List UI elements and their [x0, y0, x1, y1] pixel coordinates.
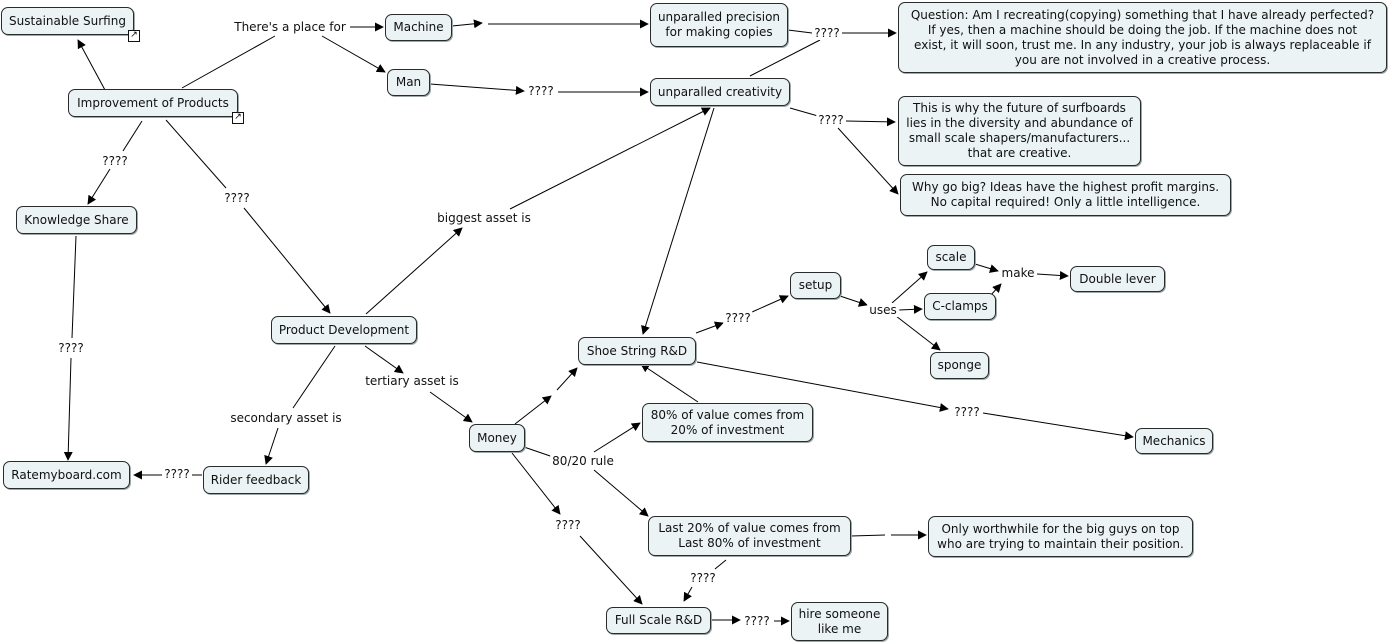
- edge-improvement-sustainable: [77, 39, 106, 91]
- edge-rule-eighty: [593, 422, 641, 453]
- edge-make-doublelever: [1036, 270, 1069, 280]
- edge-placefor-man: [321, 35, 386, 73]
- edge-q-ratemyboard: [63, 357, 73, 461]
- label-q-shoe-setup: ????: [723, 311, 753, 325]
- edge-q2-future: [845, 117, 896, 127]
- edge-q3-productdev: [243, 207, 331, 314]
- node-unparalled-precision[interactable]: unparalled precision for making copies: [650, 3, 788, 47]
- label-q-money-full: ????: [553, 518, 583, 532]
- edge-improvement-q: [122, 120, 143, 152]
- edge-pd-secondary: [292, 345, 336, 409]
- edge-uses-scale: [891, 271, 928, 304]
- edge-pd-biggest: [365, 227, 463, 315]
- edge-man-q: [429, 83, 525, 95]
- label-q-improve-pd: ????: [222, 191, 252, 205]
- label-q-improve-knowledge: ????: [100, 154, 130, 168]
- node-improvement-of-products[interactable]: Improvement of Products: [68, 89, 238, 117]
- label-theres-a-place-for: There's a place for: [232, 20, 348, 34]
- edge-q2-whybig: [837, 127, 899, 195]
- label-q-shoe-mechanics: ????: [952, 405, 982, 419]
- label-80-20-rule: 80/20 rule: [550, 454, 616, 468]
- edge-improvement-q3: [165, 119, 227, 189]
- node-sustainable-surfing[interactable]: Sustainable Surfing: [1, 7, 134, 35]
- edge-creativity-shoestring: [641, 107, 715, 335]
- node-money[interactable]: Money: [469, 424, 525, 452]
- edge-q-fullscale: [579, 535, 643, 605]
- node-scale[interactable]: scale: [927, 245, 975, 270]
- edge-q2-mechanics: [982, 412, 1134, 441]
- node-ratemyboard[interactable]: Ratemyboard.com: [3, 461, 130, 489]
- edge-tertiary-money: [429, 391, 473, 423]
- edge-precision-q: [787, 29, 813, 34]
- edge-q-fullscale2: [683, 586, 693, 602]
- node-full-scale-rd[interactable]: Full Scale R&D: [606, 607, 711, 634]
- edge-secondary-rider: [264, 427, 279, 465]
- node-mechanics[interactable]: Mechanics: [1135, 428, 1213, 454]
- label-secondary-asset: secondary asset is: [228, 411, 344, 425]
- edge-money-shoestring: [556, 367, 578, 391]
- edge-pd-tertiary: [364, 345, 404, 374]
- edge-money-q: [511, 452, 561, 515]
- edge-knowledge-q: [71, 235, 77, 339]
- label-tertiary-asset: tertiary asset is: [363, 374, 461, 388]
- edge-uses-cclamps: [898, 304, 923, 314]
- node-why-go-big[interactable]: Why go big? Ideas have the highest profi…: [900, 174, 1231, 216]
- label-biggest-asset: biggest asset is: [435, 211, 533, 225]
- label-uses: uses: [867, 303, 899, 317]
- node-machine[interactable]: Machine: [385, 14, 452, 41]
- node-man[interactable]: Man: [387, 69, 430, 96]
- node-question[interactable]: Question: Am I recreating(copying) somet…: [898, 2, 1387, 73]
- edge-biggest-creativity: [509, 107, 711, 210]
- edge-rule-last: [593, 469, 649, 517]
- node-product-development[interactable]: Product Development: [271, 316, 417, 344]
- node-shoe-string-rd[interactable]: Shoe String R&D: [578, 337, 696, 365]
- label-q-future: ????: [816, 113, 846, 127]
- edge-scale-make: [974, 263, 999, 273]
- node-rider-feedback[interactable]: Rider feedback: [203, 466, 309, 494]
- edge-q-knowledge: [87, 168, 111, 205]
- edge-shoe-q2: [696, 361, 949, 412]
- node-last-twenty-percent[interactable]: Last 20% of value comes from Last 80% of…: [648, 516, 851, 556]
- node-big-guys[interactable]: Only worthwhile for the big guys on top …: [928, 516, 1193, 557]
- node-double-lever[interactable]: Double lever: [1070, 266, 1165, 292]
- external-link-icon[interactable]: ↗: [232, 112, 244, 124]
- edge-q-setup: [751, 295, 789, 313]
- label-q-knowledge-rate: ????: [56, 341, 86, 355]
- node-future-of-surfboards[interactable]: This is why the future of surfboards lie…: [898, 96, 1141, 166]
- edge-eighty-shoestring: [640, 363, 699, 403]
- label-make: make: [999, 266, 1037, 280]
- edge-last-arrow: [850, 534, 886, 537]
- node-setup[interactable]: setup: [790, 272, 841, 299]
- label-q-full-hire: ????: [742, 614, 772, 628]
- node-unparalled-creativity[interactable]: unparalled creativity: [650, 78, 790, 106]
- label-q-question: ????: [812, 26, 842, 40]
- node-knowledge-share[interactable]: Knowledge Share: [16, 206, 137, 234]
- external-link-icon[interactable]: ↗: [128, 30, 140, 42]
- edge-shoe-q: [695, 321, 724, 334]
- node-hire-someone[interactable]: hire someone like me: [791, 602, 888, 641]
- node-sponge[interactable]: sponge: [930, 352, 989, 379]
- node-c-clamps[interactable]: C-clamps: [924, 293, 996, 320]
- edge-creativity-q: [749, 39, 821, 77]
- label-q-man-creativity: ????: [526, 84, 556, 98]
- edge-money-arrow: [514, 395, 552, 425]
- edge-setup-uses: [839, 295, 868, 307]
- edge-machine-arrow: [451, 19, 483, 29]
- label-q-rider-rate: ????: [162, 467, 192, 481]
- label-q-last-full: ????: [688, 571, 718, 585]
- edge-creativity-q2: [789, 107, 819, 117]
- edge-last-q: [714, 559, 727, 570]
- edge-uses-sponge: [895, 315, 941, 351]
- node-eighty-percent-value[interactable]: 80% of value comes from 20% of investmen…: [642, 403, 813, 442]
- edge-improvement-placefor: [181, 35, 276, 89]
